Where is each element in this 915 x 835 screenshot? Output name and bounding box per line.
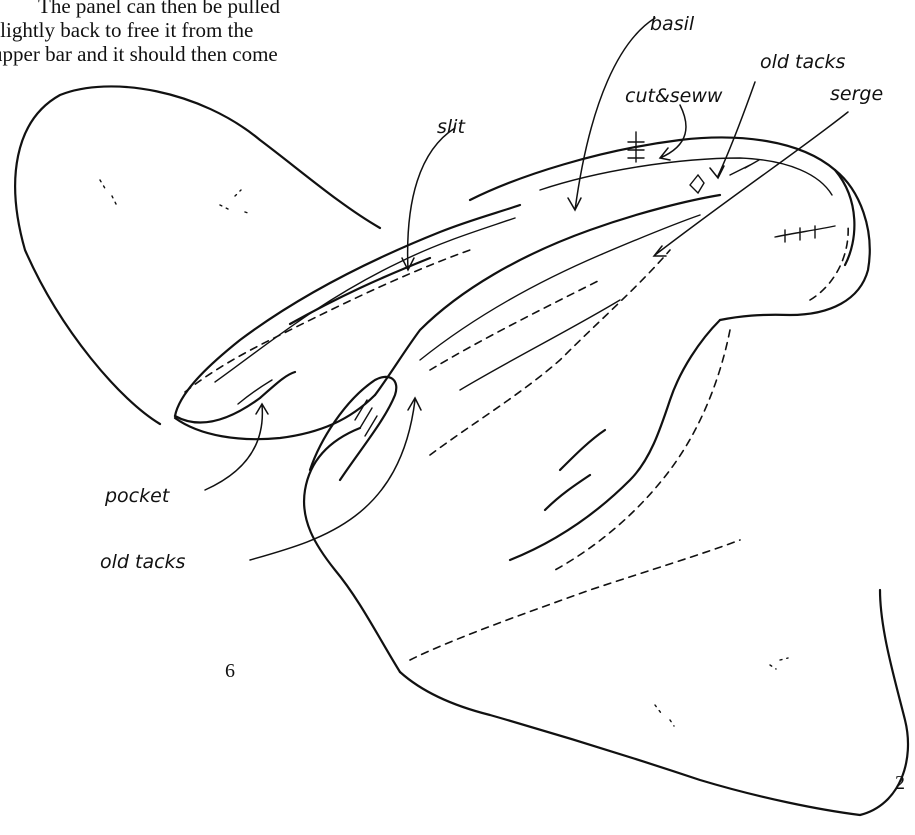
page-number: 2 [895, 772, 905, 795]
label-slit: slit [437, 116, 466, 138]
figure-number: 6 [225, 660, 235, 683]
label-serge: serge [830, 83, 883, 105]
label-old-tacks-bottom: old tacks [100, 551, 186, 573]
label-pocket: pocket [104, 485, 171, 507]
label-old-tacks-top: old tacks [760, 51, 846, 73]
label-basil: basil [650, 13, 695, 35]
label-cut-sew: cut&seww [625, 85, 723, 107]
